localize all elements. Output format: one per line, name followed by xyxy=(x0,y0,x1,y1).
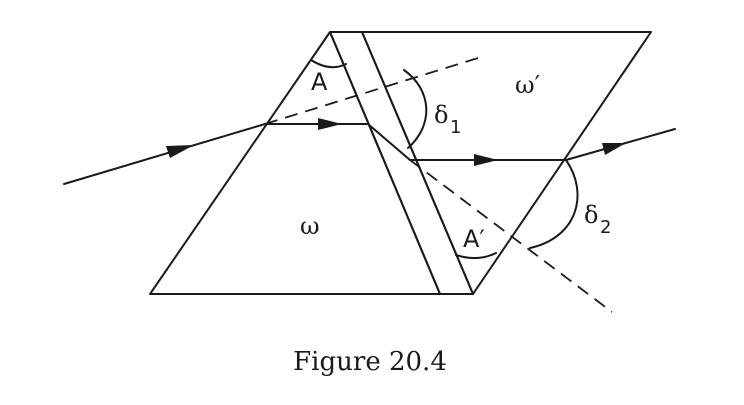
arrowhead-emergent xyxy=(602,143,626,155)
delta-2-symbol: δ xyxy=(584,201,598,229)
delta-2-arc xyxy=(529,159,579,249)
figure-caption: Figure 20.4 xyxy=(293,347,447,377)
delta-1-arc xyxy=(403,69,428,149)
arrowhead-prism-a xyxy=(318,118,342,130)
medium-omega-prime-label: ω′ xyxy=(515,71,540,99)
arrowhead-incident xyxy=(166,145,194,158)
angle-a-label: A xyxy=(311,68,328,96)
delta-2-subscript: 2 xyxy=(600,217,611,238)
prism-a-prime xyxy=(361,31,652,295)
angle-a-prime-label: A′ xyxy=(463,225,485,253)
ray-extension-dashed xyxy=(409,159,613,313)
medium-omega-label: ω xyxy=(300,212,320,240)
arrowhead-prism-a-prime xyxy=(474,154,498,166)
angle-a-arc xyxy=(310,59,347,69)
delta-1-symbol: δ xyxy=(434,101,448,129)
angle-a-prime-arc xyxy=(455,252,497,259)
prism-a xyxy=(149,31,441,295)
ray-in-slab xyxy=(367,123,411,161)
delta-1-subscript: 1 xyxy=(450,117,461,138)
incident-ray xyxy=(63,123,266,185)
incident-extension-dashed xyxy=(264,57,479,125)
thin-slab xyxy=(329,31,474,295)
